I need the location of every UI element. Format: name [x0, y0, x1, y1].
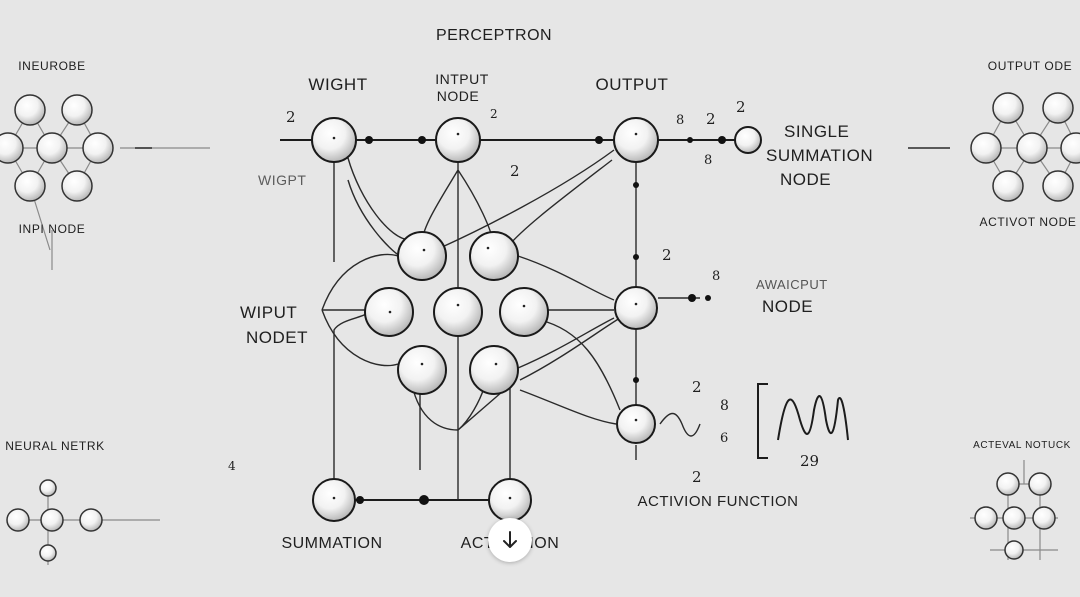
- neuron-node: [970, 132, 1002, 164]
- number-label: 8: [704, 153, 712, 168]
- hidden-node: [499, 287, 549, 337]
- number-label: 2: [692, 378, 702, 396]
- neuron-node: [0, 132, 24, 164]
- arrow-down-icon: [503, 531, 517, 548]
- number-label: 2: [692, 468, 702, 486]
- summation-node: [312, 478, 356, 522]
- neuron-node: [39, 479, 57, 497]
- activation-node: [616, 404, 656, 444]
- left-top-label: INEUROBE: [18, 59, 85, 73]
- neuron-node: [1032, 506, 1056, 530]
- number-label: 2: [510, 162, 520, 180]
- intput-label: INTPUT: [435, 71, 489, 87]
- hidden-node: [469, 345, 519, 395]
- neuron-node: [61, 170, 93, 202]
- neuron-node: [82, 132, 114, 164]
- right-bottom-label: ACTEVAL NOTUCK: [973, 440, 1071, 451]
- neuron-node: [996, 472, 1020, 496]
- number-label: 2: [706, 110, 716, 128]
- number-label: 8: [676, 113, 684, 128]
- number-label: 29: [800, 452, 819, 470]
- summation-output-node: [734, 126, 762, 154]
- number-label: 4: [228, 459, 236, 473]
- neuron-node: [1042, 92, 1074, 124]
- neuron-node: [992, 92, 1024, 124]
- neuron-node: [1002, 506, 1026, 530]
- right-top-label: OUTPUT ODE: [988, 59, 1072, 73]
- hidden-node: [397, 231, 447, 281]
- number-label: 6: [720, 431, 728, 446]
- hidden-node: [433, 287, 483, 337]
- summation-node-label: NODE: [780, 170, 831, 189]
- activation-bottom-node: [488, 478, 532, 522]
- neuron-node: [1004, 540, 1024, 560]
- left-input-network: INEUROBE INPI NODE: [0, 59, 210, 270]
- number-label: 2: [286, 108, 296, 126]
- number-label: 8: [712, 269, 720, 284]
- neuron-node: [1042, 170, 1074, 202]
- download-button[interactable]: [488, 518, 532, 562]
- neuron-node: [79, 508, 103, 532]
- neuron-node: [992, 170, 1024, 202]
- right-output-network: OUTPUT ODE ACTIVOT NODE: [908, 59, 1080, 229]
- hidden-node: [469, 231, 519, 281]
- number-label: 8: [720, 398, 729, 414]
- neuron-node: [1060, 132, 1080, 164]
- awaicput-node: [614, 286, 658, 330]
- input-node: [435, 117, 481, 163]
- right-activation-network: ACTEVAL NOTUCK: [970, 440, 1071, 560]
- left-neural-network: NEURAL NETRK: [5, 439, 160, 565]
- nodet-label: NODET: [246, 328, 308, 347]
- connection-dots: [356, 136, 726, 505]
- single-label: SINGLE: [784, 122, 849, 141]
- neuron-node: [974, 506, 998, 530]
- left-mid-label: INPI NODE: [19, 222, 86, 236]
- neuron-node: [1028, 472, 1052, 496]
- summation-bottom-label: SUMMATION: [281, 535, 382, 552]
- activation-waveform: [757, 383, 849, 459]
- activion-function-label: ACTIVION FUNCTION: [638, 493, 799, 510]
- neuron-node: [36, 132, 68, 164]
- number-label: 2: [490, 107, 498, 121]
- neuron-node: [1016, 132, 1048, 164]
- awaicput-label: AWAICPUT: [756, 277, 828, 292]
- hidden-node: [397, 345, 447, 395]
- perceptron-nodes: [311, 117, 762, 522]
- intput-node-label: NODE: [437, 88, 479, 104]
- neuron-node: [61, 94, 93, 126]
- right-mid-label: ACTIVOT NODE: [980, 215, 1077, 229]
- wight-label: WIGHT: [308, 75, 367, 94]
- summation-label: SUMMATION: [766, 146, 873, 165]
- weight-node: [311, 117, 357, 163]
- number-label: 2: [736, 98, 746, 116]
- left-bottom-label: NEURAL NETRK: [5, 439, 104, 453]
- wiput-label: WIPUT: [240, 303, 297, 322]
- awaicput-node-label: NODE: [762, 297, 813, 316]
- node-marks: [332, 132, 638, 500]
- neuron-node: [14, 94, 46, 126]
- neuron-node: [40, 508, 64, 532]
- number-label: 2: [662, 246, 672, 264]
- output-label: OUTPUT: [596, 75, 669, 94]
- wigpt-label: WIGPT: [258, 172, 306, 188]
- neuron-node: [14, 170, 46, 202]
- diagram-title: PERCEPTRON: [436, 27, 552, 44]
- output-node: [613, 117, 659, 163]
- neuron-node: [39, 544, 57, 562]
- neuron-node: [6, 508, 30, 532]
